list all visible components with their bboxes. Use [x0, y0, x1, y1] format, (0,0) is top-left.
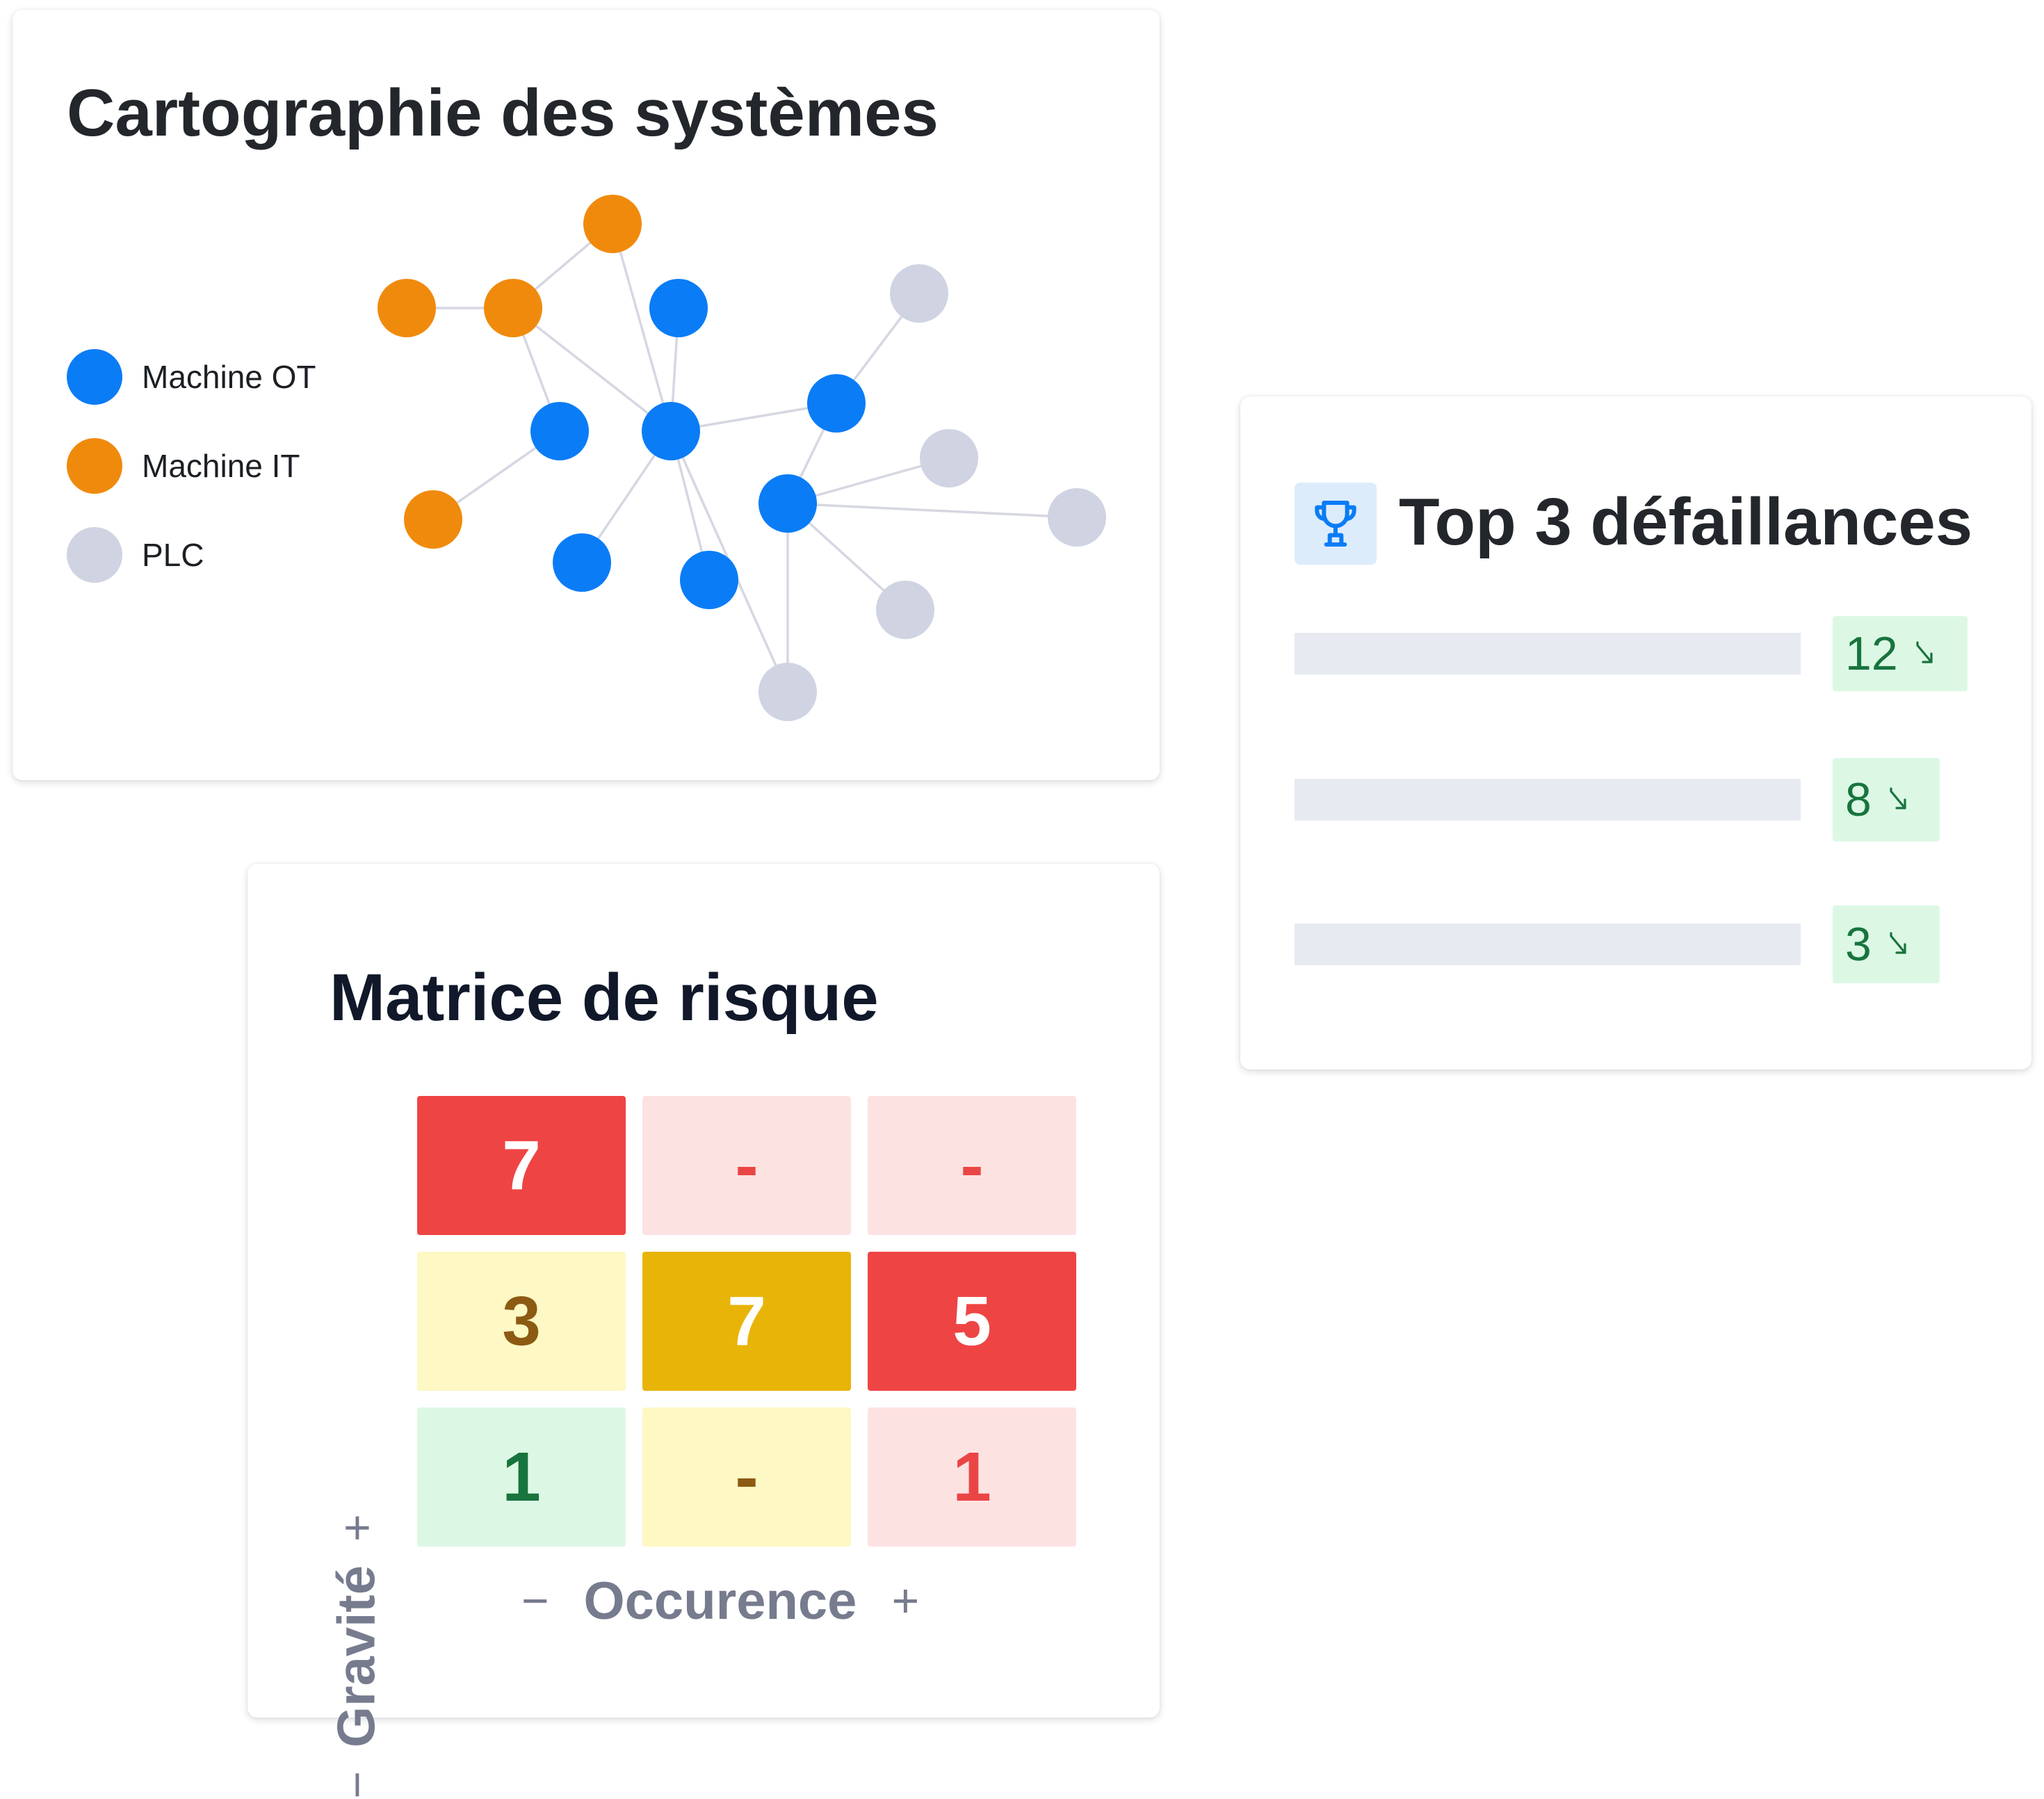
- node-plc: [1048, 488, 1106, 547]
- legend-label-ot: Machine OT: [142, 359, 316, 395]
- node-ot: [649, 279, 708, 337]
- matrix-cell: 1: [417, 1407, 626, 1547]
- systems-map-card: Cartographie des systèmes Machine OT Mac…: [13, 10, 1160, 780]
- node-ot: [530, 402, 589, 460]
- legend-label-plc: PLC: [142, 537, 204, 573]
- y-axis-plus: +: [330, 1514, 383, 1542]
- x-axis-label: Occurence: [583, 1571, 857, 1631]
- node-plc: [876, 581, 934, 639]
- matrix-cell: -: [642, 1407, 851, 1547]
- y-axis-label: Gravité: [327, 1565, 387, 1748]
- failure-count-badge: 3: [1833, 905, 1940, 983]
- node-it: [484, 279, 542, 337]
- node-plc: [759, 663, 817, 721]
- failure-count-badge: 12: [1833, 616, 1968, 691]
- node-it: [404, 490, 462, 549]
- trophy-icon: [1295, 483, 1377, 565]
- top-failures-card: Top 3 défaillances 12 8 3: [1240, 396, 2031, 1070]
- risk-matrix-card: Matrice de risque − Gravité + 7 - - 3 7 …: [248, 864, 1160, 1799]
- node-ot: [553, 533, 611, 592]
- node-it: [583, 195, 642, 253]
- matrix-cell: 1: [868, 1407, 1076, 1547]
- failure-count: 12: [1845, 627, 1898, 680]
- matrix-cell: 7: [642, 1252, 851, 1391]
- failure-name-placeholder: [1295, 779, 1801, 821]
- network-diagram: [378, 195, 1106, 721]
- matrix-cell: -: [868, 1096, 1076, 1235]
- matrix-cell: -: [642, 1096, 851, 1235]
- failure-name-placeholder: [1295, 923, 1801, 965]
- node-ot: [807, 374, 866, 433]
- legend-label-it: Machine IT: [142, 448, 300, 484]
- x-axis-plus: +: [891, 1574, 920, 1627]
- network-edge: [787, 502, 1078, 519]
- top-failures-title: Top 3 défaillances: [1399, 485, 1973, 559]
- y-axis-minus: −: [330, 1770, 383, 1799]
- node-ot: [759, 474, 817, 533]
- trend-down-icon: [1890, 932, 1906, 954]
- node-plc: [920, 429, 978, 487]
- failure-count-badge: 8: [1833, 758, 1940, 841]
- failure-count: 3: [1845, 918, 1872, 971]
- failure-name-placeholder: [1295, 633, 1801, 675]
- failure-count: 8: [1845, 773, 1872, 826]
- matrix-cell: 7: [417, 1096, 626, 1235]
- matrix-cell: 3: [417, 1252, 626, 1391]
- legend-dot-plc: [67, 527, 122, 583]
- x-axis: − Occurence +: [484, 1566, 957, 1636]
- risk-matrix-title: Matrice de risque: [330, 960, 879, 1035]
- node-ot: [680, 551, 738, 609]
- legend-item-ot: Machine OT: [67, 349, 316, 405]
- legend-item-plc: PLC: [67, 527, 204, 583]
- x-axis-minus: −: [521, 1574, 549, 1627]
- trend-down-icon: [1890, 787, 1906, 809]
- network-edge: [611, 223, 672, 432]
- network-edge: [512, 307, 672, 433]
- legend-dot-ot: [67, 349, 122, 405]
- network-nodes: [378, 195, 1106, 721]
- node-plc: [890, 264, 948, 323]
- matrix-cell: 5: [868, 1252, 1076, 1391]
- node-ot: [642, 402, 700, 460]
- legend-dot-it: [67, 438, 122, 494]
- legend-item-it: Machine IT: [67, 438, 300, 494]
- systems-map-title: Cartographie des systèmes: [67, 76, 939, 150]
- node-it: [378, 279, 436, 337]
- trend-down-icon: [1916, 641, 1933, 663]
